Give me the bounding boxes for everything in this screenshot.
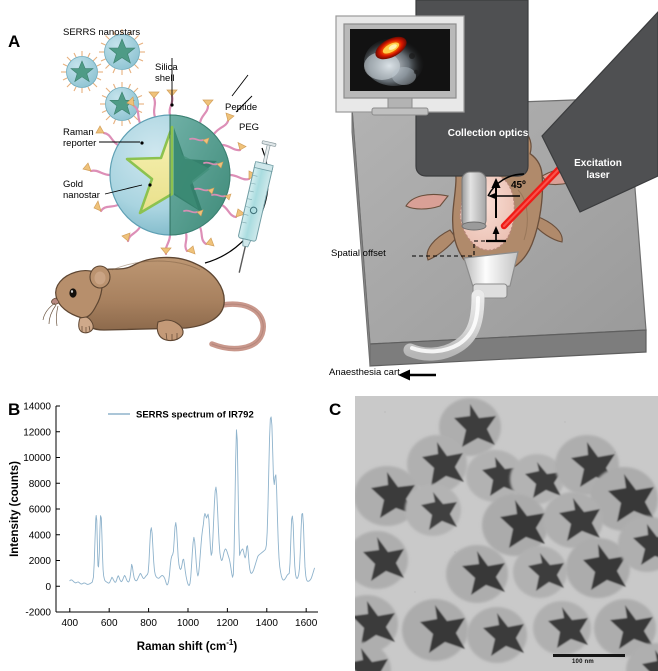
excitation-laser-head [541, 11, 658, 213]
nanoparticle-cutaway [82, 89, 258, 256]
serrs-spectrum-plot: -2000 0 2000 4000 6000 8000 10000 12000 14000 400… [9, 402, 318, 653]
panel-a-illustration [42, 29, 277, 352]
svg-text:1400: 1400 [256, 618, 279, 629]
svg-text:0: 0 [45, 582, 51, 593]
leader-dots [140, 103, 174, 187]
panel-c-letter: C [329, 400, 342, 419]
syringe [238, 140, 277, 273]
svg-text:10000: 10000 [23, 453, 51, 464]
svg-text:2000: 2000 [29, 556, 52, 567]
panel-b-letter: B [8, 400, 21, 419]
anaesthesia-cart-annotation [398, 369, 436, 381]
svg-text:1000: 1000 [177, 618, 200, 629]
tem-micrograph-image [355, 396, 658, 671]
svg-text:14000: 14000 [23, 402, 51, 413]
svg-text:12000: 12000 [23, 427, 51, 438]
peg-peptide-corona [82, 89, 258, 256]
mini-nanostar-group [61, 29, 145, 126]
label-angle-45: 45º [511, 180, 526, 191]
spatial-offset-annotation [412, 178, 506, 257]
svg-text:-2000: -2000 [25, 608, 51, 619]
panel-a-letter: A [8, 32, 21, 51]
tem-scale-bar [553, 654, 625, 657]
label-peg: PEG [239, 122, 260, 133]
label-peptide: Peptide [225, 102, 258, 113]
svg-text:800: 800 [140, 618, 157, 629]
svg-text:6000: 6000 [29, 505, 52, 516]
label-silica-shell: Silica shell [155, 62, 178, 84]
svg-text:600: 600 [101, 618, 118, 629]
panel-b-chart: B -2000 0 2000 4000 6000 8000 10000 12000 14000 4… [0, 392, 330, 671]
svg-text:1200: 1200 [216, 618, 239, 629]
svg-text:SERRS spectrum of IR792: SERRS spectrum of IR792 [136, 410, 254, 421]
svg-text:4000: 4000 [29, 530, 52, 541]
svg-text:Raman shift (cm-1): Raman shift (cm-1) [137, 638, 238, 653]
label-raman-reporter: Raman reporter [63, 127, 97, 149]
tem-noise [384, 411, 616, 593]
svg-text:1600: 1600 [295, 618, 318, 629]
svg-text:Intensity (counts): Intensity (counts) [9, 461, 21, 557]
angle-annotation [487, 173, 525, 200]
rig-illustration [335, 0, 658, 381]
panel-c-tem: C [325, 392, 658, 671]
scale-bar-label: 100 nm [572, 659, 594, 665]
label-gold-nanostar: Gold nanostar [63, 179, 100, 201]
label-excitation-laser: Excitation laser [574, 158, 622, 181]
svg-text:400: 400 [61, 618, 78, 629]
excitation-laser-beam [500, 164, 564, 230]
display-monitor [335, 15, 465, 116]
label-serrs-nanostars: SERRS nanostars [63, 27, 141, 38]
panel-a-schematic: A [0, 0, 330, 392]
panel-a-imaging-rig: Collection optics Excitation laser 45º S… [328, 0, 658, 392]
nanoparticle-field [355, 398, 658, 671]
leader-lines [99, 58, 253, 195]
mouse-illustration [42, 256, 266, 352]
svg-text:8000: 8000 [29, 479, 52, 490]
anaesthesia-nose-cone [403, 251, 519, 361]
label-anaesthesia-cart: Anaesthesia cart [329, 367, 400, 378]
label-spatial-offset: Spatial offset [331, 248, 386, 259]
label-collection-optics: Collection optics [447, 128, 529, 139]
